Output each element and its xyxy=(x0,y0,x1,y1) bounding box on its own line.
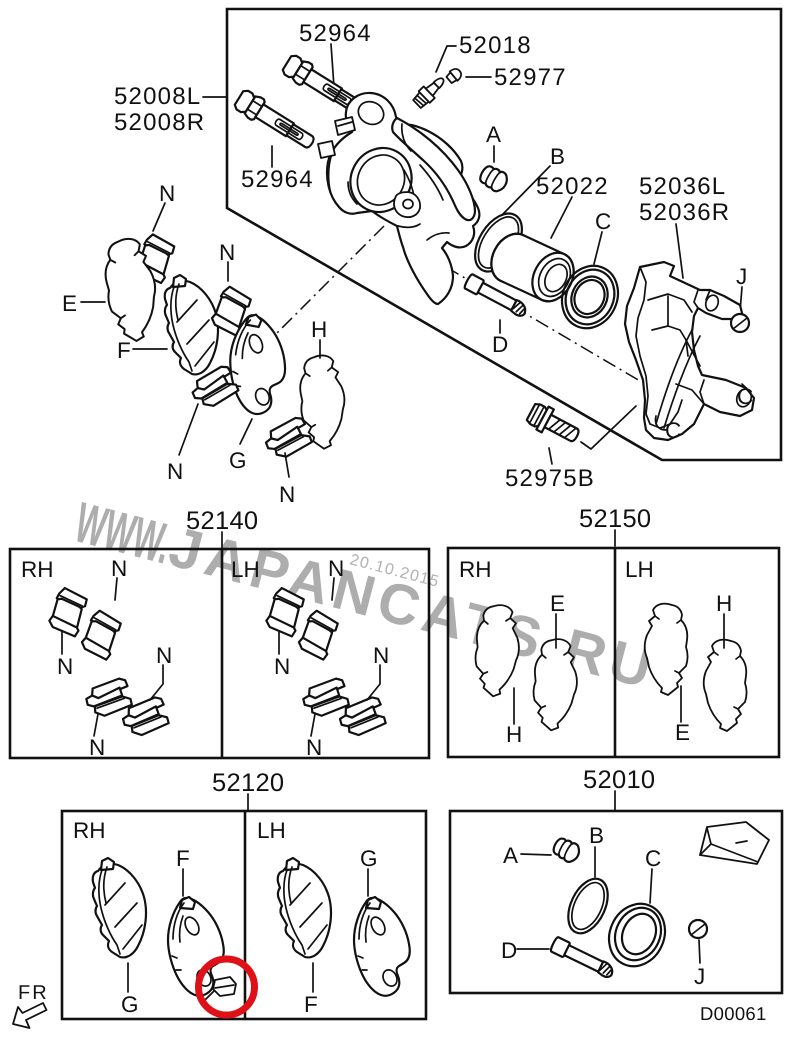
svg-text:J: J xyxy=(694,964,705,989)
svg-text:N: N xyxy=(156,643,172,668)
svg-text:N: N xyxy=(57,654,73,679)
svg-text:52977: 52977 xyxy=(494,64,567,91)
svg-text:52140: 52140 xyxy=(186,507,258,535)
svg-text:52964: 52964 xyxy=(241,166,314,193)
svg-text:J: J xyxy=(736,264,747,289)
svg-text:E: E xyxy=(675,720,690,745)
svg-text:LH: LH xyxy=(231,557,260,582)
svg-text:B: B xyxy=(589,823,604,848)
svg-text:C: C xyxy=(737,384,753,409)
svg-text:E: E xyxy=(550,591,565,616)
svg-text:A: A xyxy=(503,843,518,868)
svg-text:H: H xyxy=(506,722,522,747)
svg-text:F: F xyxy=(117,338,131,363)
svg-text:52036R: 52036R xyxy=(639,199,730,226)
svg-text:52022: 52022 xyxy=(536,173,609,200)
svg-text:H: H xyxy=(311,317,327,342)
svg-text:52964: 52964 xyxy=(299,20,372,47)
svg-text:N: N xyxy=(328,556,344,581)
svg-text:E: E xyxy=(62,291,77,316)
svg-text:C: C xyxy=(665,418,681,443)
svg-text:RH: RH xyxy=(459,557,492,582)
svg-text:N: N xyxy=(167,459,183,484)
svg-text:B: B xyxy=(550,144,565,169)
svg-text:N: N xyxy=(111,556,127,581)
svg-text:FR: FR xyxy=(18,982,49,1004)
svg-text:D00061: D00061 xyxy=(700,1003,767,1024)
svg-text:N: N xyxy=(159,181,175,206)
svg-text:RH: RH xyxy=(73,818,106,843)
svg-text:F: F xyxy=(304,992,318,1017)
svg-text:N: N xyxy=(373,643,389,668)
svg-text:N: N xyxy=(306,735,322,760)
svg-text:52010: 52010 xyxy=(583,766,655,794)
svg-text:D: D xyxy=(501,938,517,963)
svg-text:A: A xyxy=(486,122,501,147)
svg-text:RH: RH xyxy=(21,557,54,582)
svg-text:N: N xyxy=(219,240,235,265)
svg-text:52036L: 52036L xyxy=(639,173,726,200)
svg-text:52120: 52120 xyxy=(212,769,284,797)
svg-text:F: F xyxy=(176,846,190,871)
svg-text:52018: 52018 xyxy=(459,32,532,59)
svg-text:G: G xyxy=(121,992,139,1017)
svg-text:C: C xyxy=(595,209,611,234)
svg-text:D: D xyxy=(492,332,508,357)
svg-text:52008R: 52008R xyxy=(114,109,205,136)
svg-text:G: G xyxy=(360,846,378,871)
svg-text:N: N xyxy=(279,482,295,507)
svg-text:52975B: 52975B xyxy=(505,465,595,492)
svg-text:LH: LH xyxy=(257,818,286,843)
svg-text:52150: 52150 xyxy=(579,505,651,533)
svg-text:N: N xyxy=(89,735,105,760)
svg-text:C: C xyxy=(645,846,661,871)
svg-text:52008L: 52008L xyxy=(114,83,201,110)
svg-text:LH: LH xyxy=(625,557,654,582)
svg-text:H: H xyxy=(716,591,732,616)
svg-text:N: N xyxy=(274,654,290,679)
svg-text:G: G xyxy=(229,448,247,473)
